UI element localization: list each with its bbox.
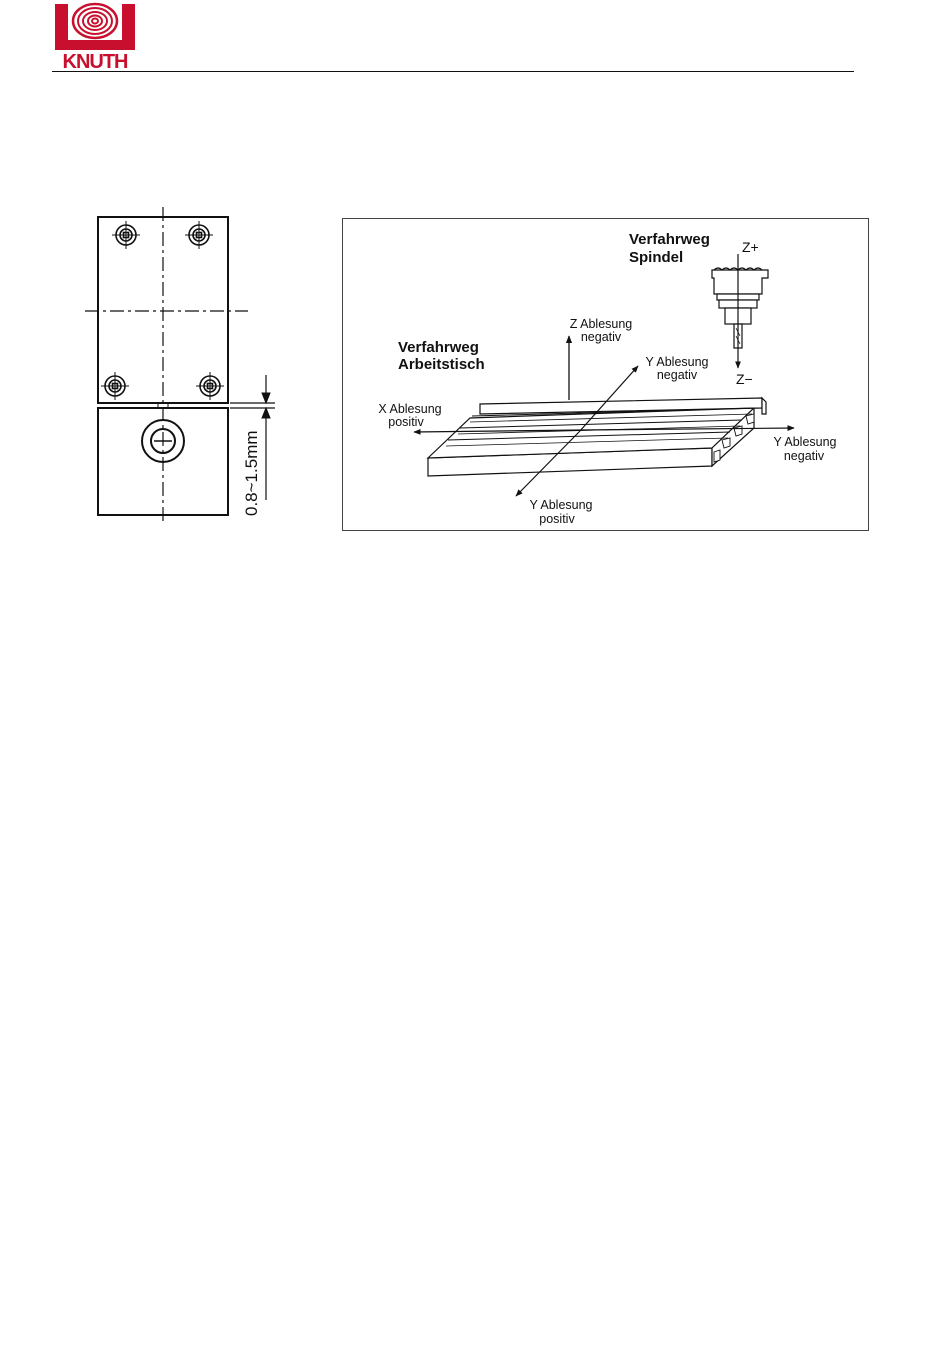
table-title-line2: Arbeitstisch xyxy=(398,356,485,373)
spindle xyxy=(712,268,768,348)
z-plus-label: Z+ xyxy=(742,239,759,255)
knuth-logo: KNUTH xyxy=(52,2,138,70)
y-right-line2: negativ xyxy=(784,449,825,463)
y-neg-line2: negativ xyxy=(657,368,698,382)
header-rule xyxy=(52,71,854,72)
x-pos-line2: positiv xyxy=(388,415,424,429)
y-pos-line1: Y Ablesung xyxy=(529,498,592,512)
bolt-hole-top-right xyxy=(185,221,213,249)
y-neg-line1: Y Ablesung xyxy=(645,355,708,369)
bolt-hole-bottom-left xyxy=(101,372,129,400)
x-pos-line1: X Ablesung xyxy=(378,402,441,416)
spindle-title-line1: Verfahrweg xyxy=(629,231,710,248)
z-reading-line1: Z Ablesung xyxy=(570,317,633,331)
y-right-line1: Y Ablesung xyxy=(773,435,836,449)
logo-text: KNUTH xyxy=(63,51,129,70)
spindle-title-line2: Spindel xyxy=(629,249,683,266)
bolt-hole-top-left xyxy=(112,221,140,249)
axis-diagram: Verfahrweg Spindel Z+ Z− Verfahrweg Arbe… xyxy=(342,218,869,531)
z-minus-label: Z− xyxy=(736,371,753,387)
work-table xyxy=(428,398,766,476)
bolt-hole-bottom-right xyxy=(196,372,224,400)
z-reading-line2: negativ xyxy=(581,330,622,344)
mounting-plate-drawing: 0.8~1.5mm xyxy=(80,205,280,535)
gap-dimension-label: 0.8~1.5mm xyxy=(242,430,261,516)
table-title-line1: Verfahrweg xyxy=(398,339,479,356)
y-pos-line2: positiv xyxy=(539,512,575,526)
